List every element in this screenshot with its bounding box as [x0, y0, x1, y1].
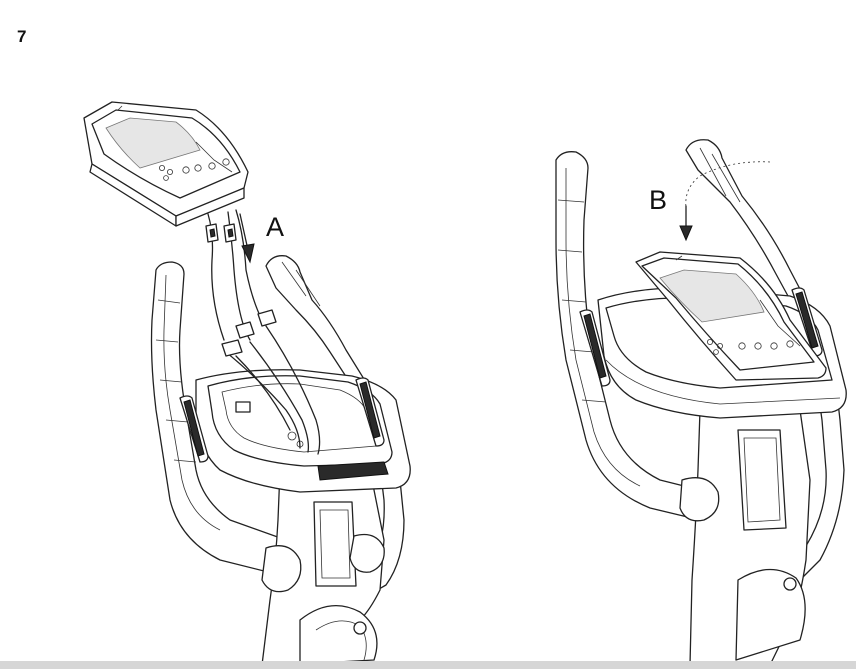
- cable-connectors: [205, 223, 277, 357]
- step-number: 7: [17, 27, 27, 46]
- left-handlebar-right-view: [555, 151, 701, 521]
- central-post-right-view: [679, 409, 811, 666]
- callout-label-b: B: [649, 185, 668, 215]
- callout-label-a: A: [266, 212, 285, 242]
- grip-sensors-right: [579, 287, 823, 387]
- left-handlebar: [150, 261, 301, 581]
- grip-sensors-left: [179, 377, 385, 463]
- arrow-a: [239, 213, 255, 264]
- arrow-b: [679, 161, 771, 242]
- central-post: [261, 469, 385, 666]
- console-head-seated: [635, 251, 827, 381]
- console-base-tray: [195, 369, 411, 493]
- console-head-lifted: [83, 101, 249, 227]
- footer-bar: [0, 661, 856, 669]
